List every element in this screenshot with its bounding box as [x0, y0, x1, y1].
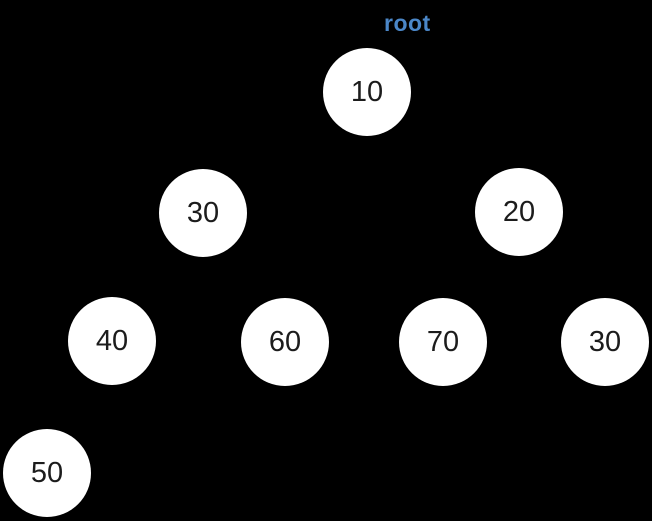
tree-node-60: 60: [241, 298, 329, 386]
tree-node-50: 50: [3, 429, 91, 517]
root-pointer-label: root: [384, 10, 431, 36]
node-value: 20: [502, 195, 536, 228]
tree-node-30-right: 30: [561, 298, 649, 386]
tree-node-root-10: 10: [323, 48, 411, 136]
node-value: 30: [588, 325, 622, 358]
node-value: 10: [350, 75, 384, 108]
tree-node-30-left: 30: [159, 169, 247, 257]
tree-node-40: 40: [68, 297, 156, 385]
node-value: 70: [426, 325, 460, 358]
node-value: 50: [30, 456, 64, 489]
tree-node-20: 20: [475, 168, 563, 256]
node-value: 60: [268, 325, 302, 358]
node-value: 30: [186, 196, 220, 229]
tree-node-70: 70: [399, 298, 487, 386]
node-value: 40: [95, 324, 129, 357]
